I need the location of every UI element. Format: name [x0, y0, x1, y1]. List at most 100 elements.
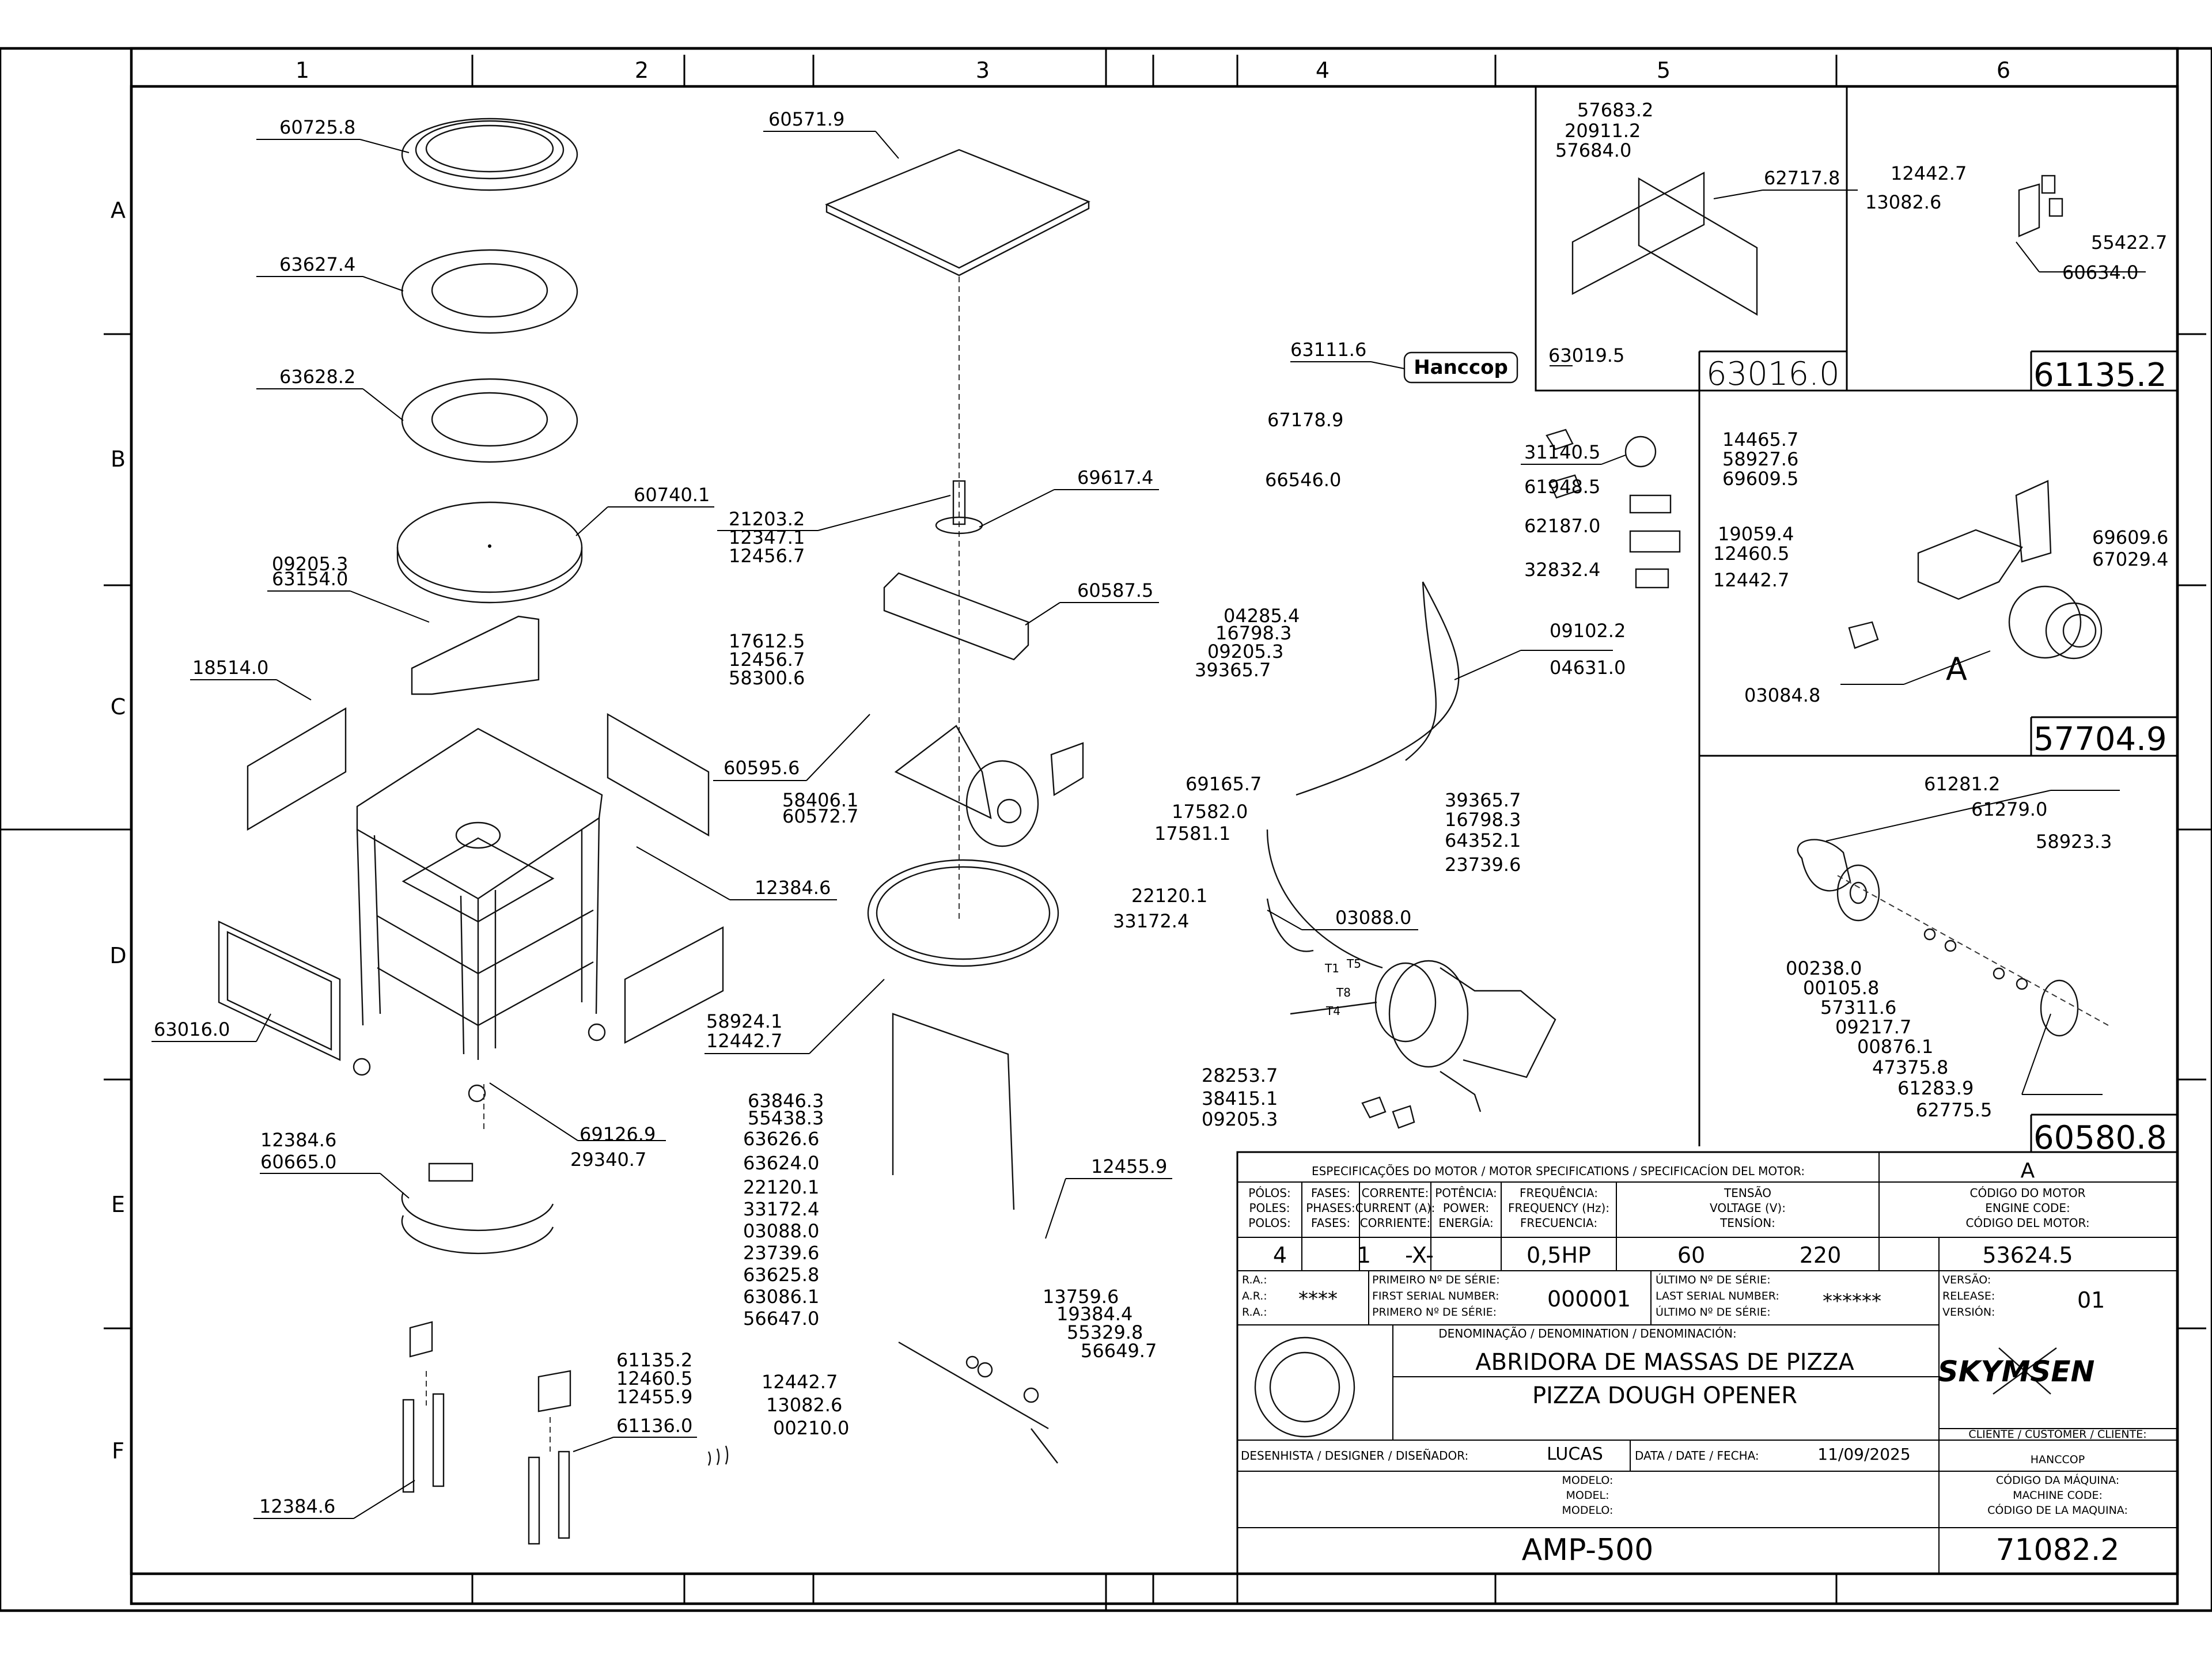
- callout: 55329.8: [1067, 1321, 1143, 1343]
- callout: 22120.1: [743, 1176, 819, 1198]
- callout: 57684.0: [1555, 139, 1631, 161]
- callout: 69165.7: [1185, 773, 1262, 795]
- callout: 60665.0: [260, 1151, 336, 1173]
- first-serial-label: PRIMERO Nº DE SÉRIE:: [1372, 1305, 1497, 1319]
- product-name-pt: ABRIDORA DE MASSAS DE PIZZA: [1475, 1349, 1854, 1376]
- callout: 03088.0: [1335, 907, 1411, 929]
- callout: 12460.5: [1713, 543, 1789, 565]
- parts-illustration: Hanccop: [218, 118, 2109, 1545]
- callout: 29340.7: [570, 1149, 646, 1171]
- detail-box-numbers: 63016.0 61135.2 57704.9 A 60580.8: [1706, 355, 2167, 1157]
- designer-value: LUCAS: [1547, 1444, 1603, 1464]
- callout: 58923.3: [2036, 831, 2112, 853]
- callout: 61281.2: [1924, 773, 2000, 795]
- denomination-label: DENOMINAÇÃO / DENOMINATION / DENOMINACIÓ…: [1438, 1327, 1736, 1340]
- callout: 14465.7: [1722, 429, 1798, 450]
- callout: 19059.4: [1718, 523, 1794, 545]
- callout: 12442.7: [1713, 569, 1789, 591]
- value-engine-code: 53624.5: [1982, 1243, 2073, 1268]
- skymsen-logo: SKYMSEN: [1938, 1355, 2095, 1388]
- last-serial-label: LAST SERIAL NUMBER:: [1656, 1290, 1779, 1302]
- callout: 64352.1: [1445, 830, 1521, 851]
- header-phases: PHASES:: [1306, 1201, 1355, 1215]
- callout: 00105.8: [1803, 977, 1879, 999]
- callout: 69609.6: [2092, 527, 2168, 548]
- designer-label: DESENHISTA / DESIGNER / DISEÑADOR:: [1241, 1449, 1468, 1463]
- detail-number-57704: 57704.9: [2033, 721, 2167, 758]
- header-voltage: VOLTAGE (V):: [1710, 1201, 1786, 1215]
- last-serial-label: ÚLTIMO Nº DE SÉRIE:: [1656, 1272, 1771, 1286]
- header-poles: POLES:: [1249, 1201, 1290, 1215]
- column-label-4: 4: [1316, 58, 1330, 83]
- drawing-frame: [0, 47, 2212, 1612]
- callout: 03084.8: [1744, 684, 1820, 706]
- callouts-main: 60725.8 63627.4 63628.2 60740.1 09205.3 …: [154, 108, 1626, 1517]
- callout: 63154.0: [272, 568, 348, 590]
- wire-label: T4: [1325, 1004, 1340, 1018]
- callout: 12384.6: [260, 1129, 336, 1151]
- callout: 63628.2: [279, 366, 355, 388]
- callout: 20911.2: [1565, 120, 1641, 142]
- callout: 12384.6: [259, 1495, 335, 1517]
- callout: 63086.1: [743, 1286, 819, 1308]
- detail-number-61135: 61135.2: [2033, 357, 2167, 394]
- detail-box-frames: [1535, 85, 2177, 1152]
- date-value: 11/09/2025: [1817, 1445, 1910, 1464]
- callout: 04285.4: [1224, 605, 1300, 627]
- ra-label: R.A.:: [1242, 1274, 1267, 1286]
- callout: 61135.2: [616, 1349, 692, 1371]
- callout: 60587.5: [1077, 579, 1153, 601]
- callout: 58927.6: [1722, 448, 1798, 470]
- callout: 00238.0: [1786, 957, 1862, 979]
- column-ticks: [471, 55, 1838, 1604]
- first-serial-value: 000001: [1547, 1286, 1631, 1312]
- callout: 12442.7: [762, 1371, 838, 1393]
- header-poles: POLOS:: [1248, 1216, 1290, 1230]
- callout: 67029.4: [2092, 548, 2168, 570]
- callout: 17581.1: [1154, 823, 1230, 844]
- callout: 12442.7: [1891, 162, 1967, 184]
- callout: 09205.3: [1207, 641, 1283, 662]
- callout: 03088.0: [743, 1220, 819, 1242]
- motor-tag-a: A: [1946, 651, 1967, 687]
- callout: 55438.3: [748, 1107, 824, 1129]
- ra-label: A.R.:: [1242, 1290, 1267, 1302]
- column-label-3: 3: [976, 58, 990, 83]
- model-value: AMP-500: [1522, 1533, 1654, 1567]
- callout: 09205.3: [272, 553, 348, 575]
- column-label-1: 1: [296, 58, 309, 83]
- callout: 60740.1: [634, 484, 710, 506]
- callout: 21203.2: [729, 508, 805, 530]
- header-power: POTÊNCIA:: [1435, 1186, 1497, 1200]
- callout: 12384.6: [755, 877, 831, 899]
- last-serial-value: ******: [1823, 1290, 1881, 1313]
- hanccop-logo-text: Hanccop: [1414, 356, 1508, 379]
- last-serial-label: ÚLTIMO Nº DE SÉRIE:: [1656, 1305, 1771, 1319]
- detail-number-63016: 63016.0: [1706, 355, 1840, 393]
- callout: 63016.0: [154, 1018, 230, 1040]
- version-label: RELEASE:: [1942, 1290, 1995, 1302]
- callout: 66546.0: [1265, 469, 1341, 491]
- wire-label: T1: [1324, 961, 1339, 975]
- callout: 69609.5: [1722, 468, 1798, 490]
- callout: 12455.9: [1091, 1156, 1167, 1177]
- detail-number-60580: 60580.8: [2033, 1119, 2167, 1157]
- callout: 13082.6: [1865, 191, 1941, 213]
- callout: 57683.2: [1577, 99, 1653, 121]
- row-label-c: C: [111, 694, 126, 719]
- callout: 61279.0: [1971, 798, 2047, 820]
- header-phases: FASES:: [1311, 1216, 1350, 1230]
- callout: 69126.9: [579, 1123, 656, 1145]
- motor-spec-header: ESPECIFICAÇÕES DO MOTOR / MOTOR SPECIFIC…: [1312, 1164, 1805, 1178]
- header-frequency: FREQUENCY (Hz):: [1508, 1201, 1609, 1215]
- machine-code-value: 71082.2: [1995, 1533, 2119, 1567]
- callout: 17612.5: [729, 630, 805, 652]
- callout: 60725.8: [279, 116, 355, 138]
- column-label-5: 5: [1657, 58, 1671, 83]
- callout: 47375.8: [1872, 1056, 1948, 1078]
- row-label-d: D: [109, 943, 126, 968]
- callout: 28253.7: [1202, 1065, 1278, 1086]
- version-value: 01: [2077, 1287, 2105, 1313]
- callout: 60571.9: [768, 108, 844, 130]
